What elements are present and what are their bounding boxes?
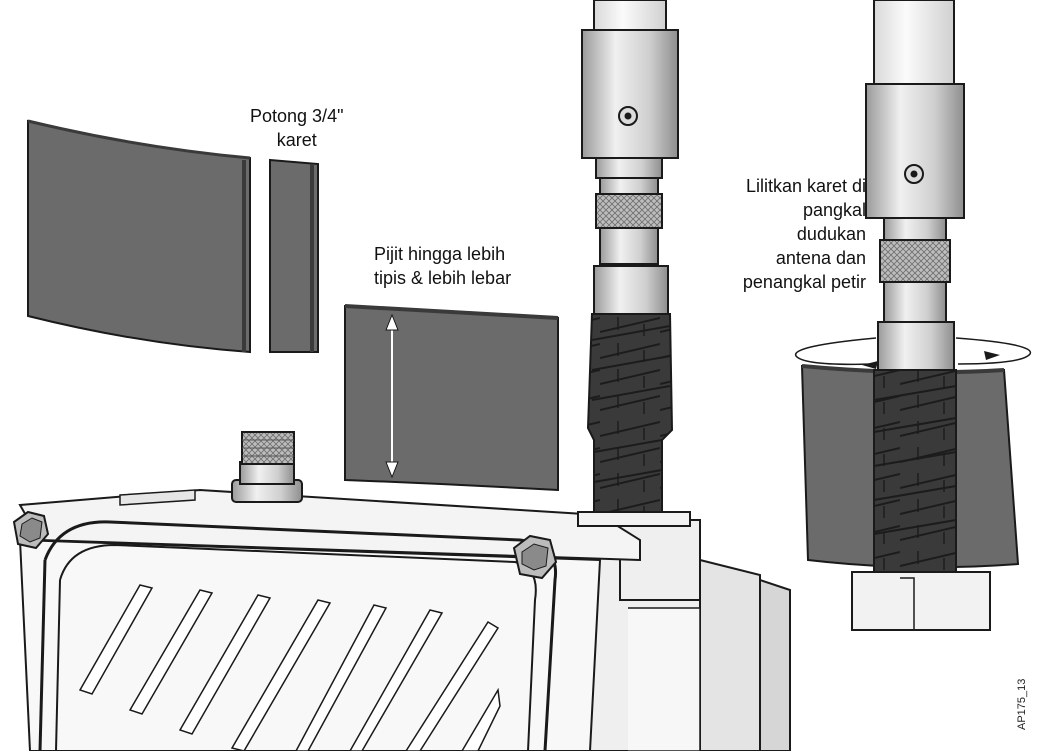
antenna-center (577, 0, 691, 527)
wrap-label-line-1: Lilitkan karet di (745, 176, 866, 196)
antenna-right (794, 0, 1032, 631)
squeeze-label-line-2: tipis & lebih lebar (374, 268, 512, 288)
antenna-connector (231, 431, 303, 503)
wrap-label-line-4: antena dan (775, 248, 866, 268)
wrap-label-line-3: dudukan (796, 224, 866, 244)
squeezed-rubber (344, 304, 559, 492)
hex-bolt-left (12, 510, 50, 550)
figure-code: AP175_13 (1016, 678, 1028, 730)
cut-label-line-1: Potong 3/4" (250, 106, 344, 126)
access-point-housing (12, 431, 791, 751)
wrap-label-line-5: penangkal petir (742, 272, 866, 292)
width-arrow (385, 313, 399, 479)
squeeze-label-line-1: Pijit hingga lebih (374, 244, 506, 264)
wrap-label: Lilitkan karet di pangkal dudukan antena… (700, 174, 866, 294)
cut-label: Potong 3/4" karet (250, 104, 343, 152)
hex-bolt-right (512, 534, 558, 580)
wrap-label-line-2: pangkal (802, 200, 866, 220)
rubber-sheet (27, 119, 251, 354)
rubber-strip (269, 158, 319, 353)
squeeze-label: Pijit hingga lebih tipis & lebih lebar (374, 242, 511, 290)
cut-label-line-2: karet (276, 130, 317, 150)
